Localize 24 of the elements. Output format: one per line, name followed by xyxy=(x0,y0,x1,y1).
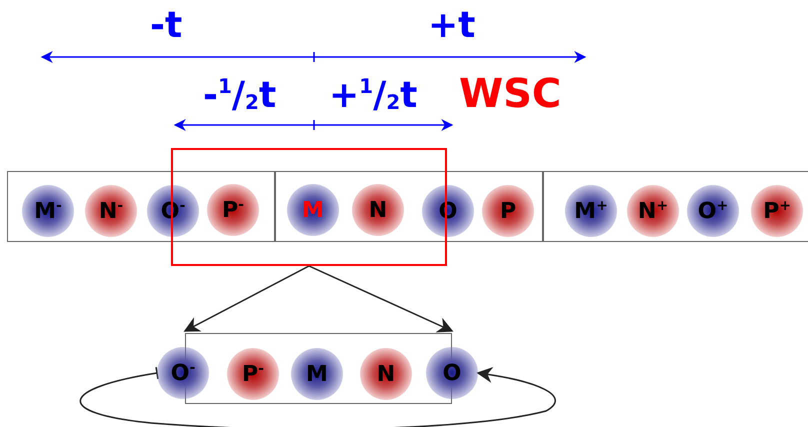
arrow xyxy=(80,366,556,427)
ion-circle: M xyxy=(291,348,343,400)
ion-circle: M$^{-}$ xyxy=(22,185,74,237)
ion-circle: N$^{-}$ xyxy=(85,185,137,237)
dimension-label: -t xyxy=(150,8,182,44)
ion-circle: P$^{-}$ xyxy=(207,184,259,236)
cell-label: WSC xyxy=(459,74,562,114)
arrow xyxy=(184,265,310,332)
cell-box xyxy=(275,171,543,242)
ion-circle: N xyxy=(360,348,412,400)
cell-box xyxy=(543,171,808,242)
ion-circle: M$^{+}$ xyxy=(565,185,617,237)
ion-circle: M xyxy=(287,184,339,236)
ion-circle: N$^{+}$ xyxy=(627,185,679,237)
ion-circle: P xyxy=(482,185,534,237)
dimension-label: +t xyxy=(428,8,476,44)
ion-circle: P$^{+}$ xyxy=(751,185,803,237)
ion-circle: O$^{-}$ xyxy=(157,347,209,399)
ion-circle: P$^{-}$ xyxy=(227,348,279,400)
ion-circle: N xyxy=(352,184,404,236)
ion-circle: O$^{+}$ xyxy=(687,185,739,237)
arrow xyxy=(308,265,454,332)
cell-box xyxy=(7,171,275,242)
ion-circle: O xyxy=(426,347,478,399)
